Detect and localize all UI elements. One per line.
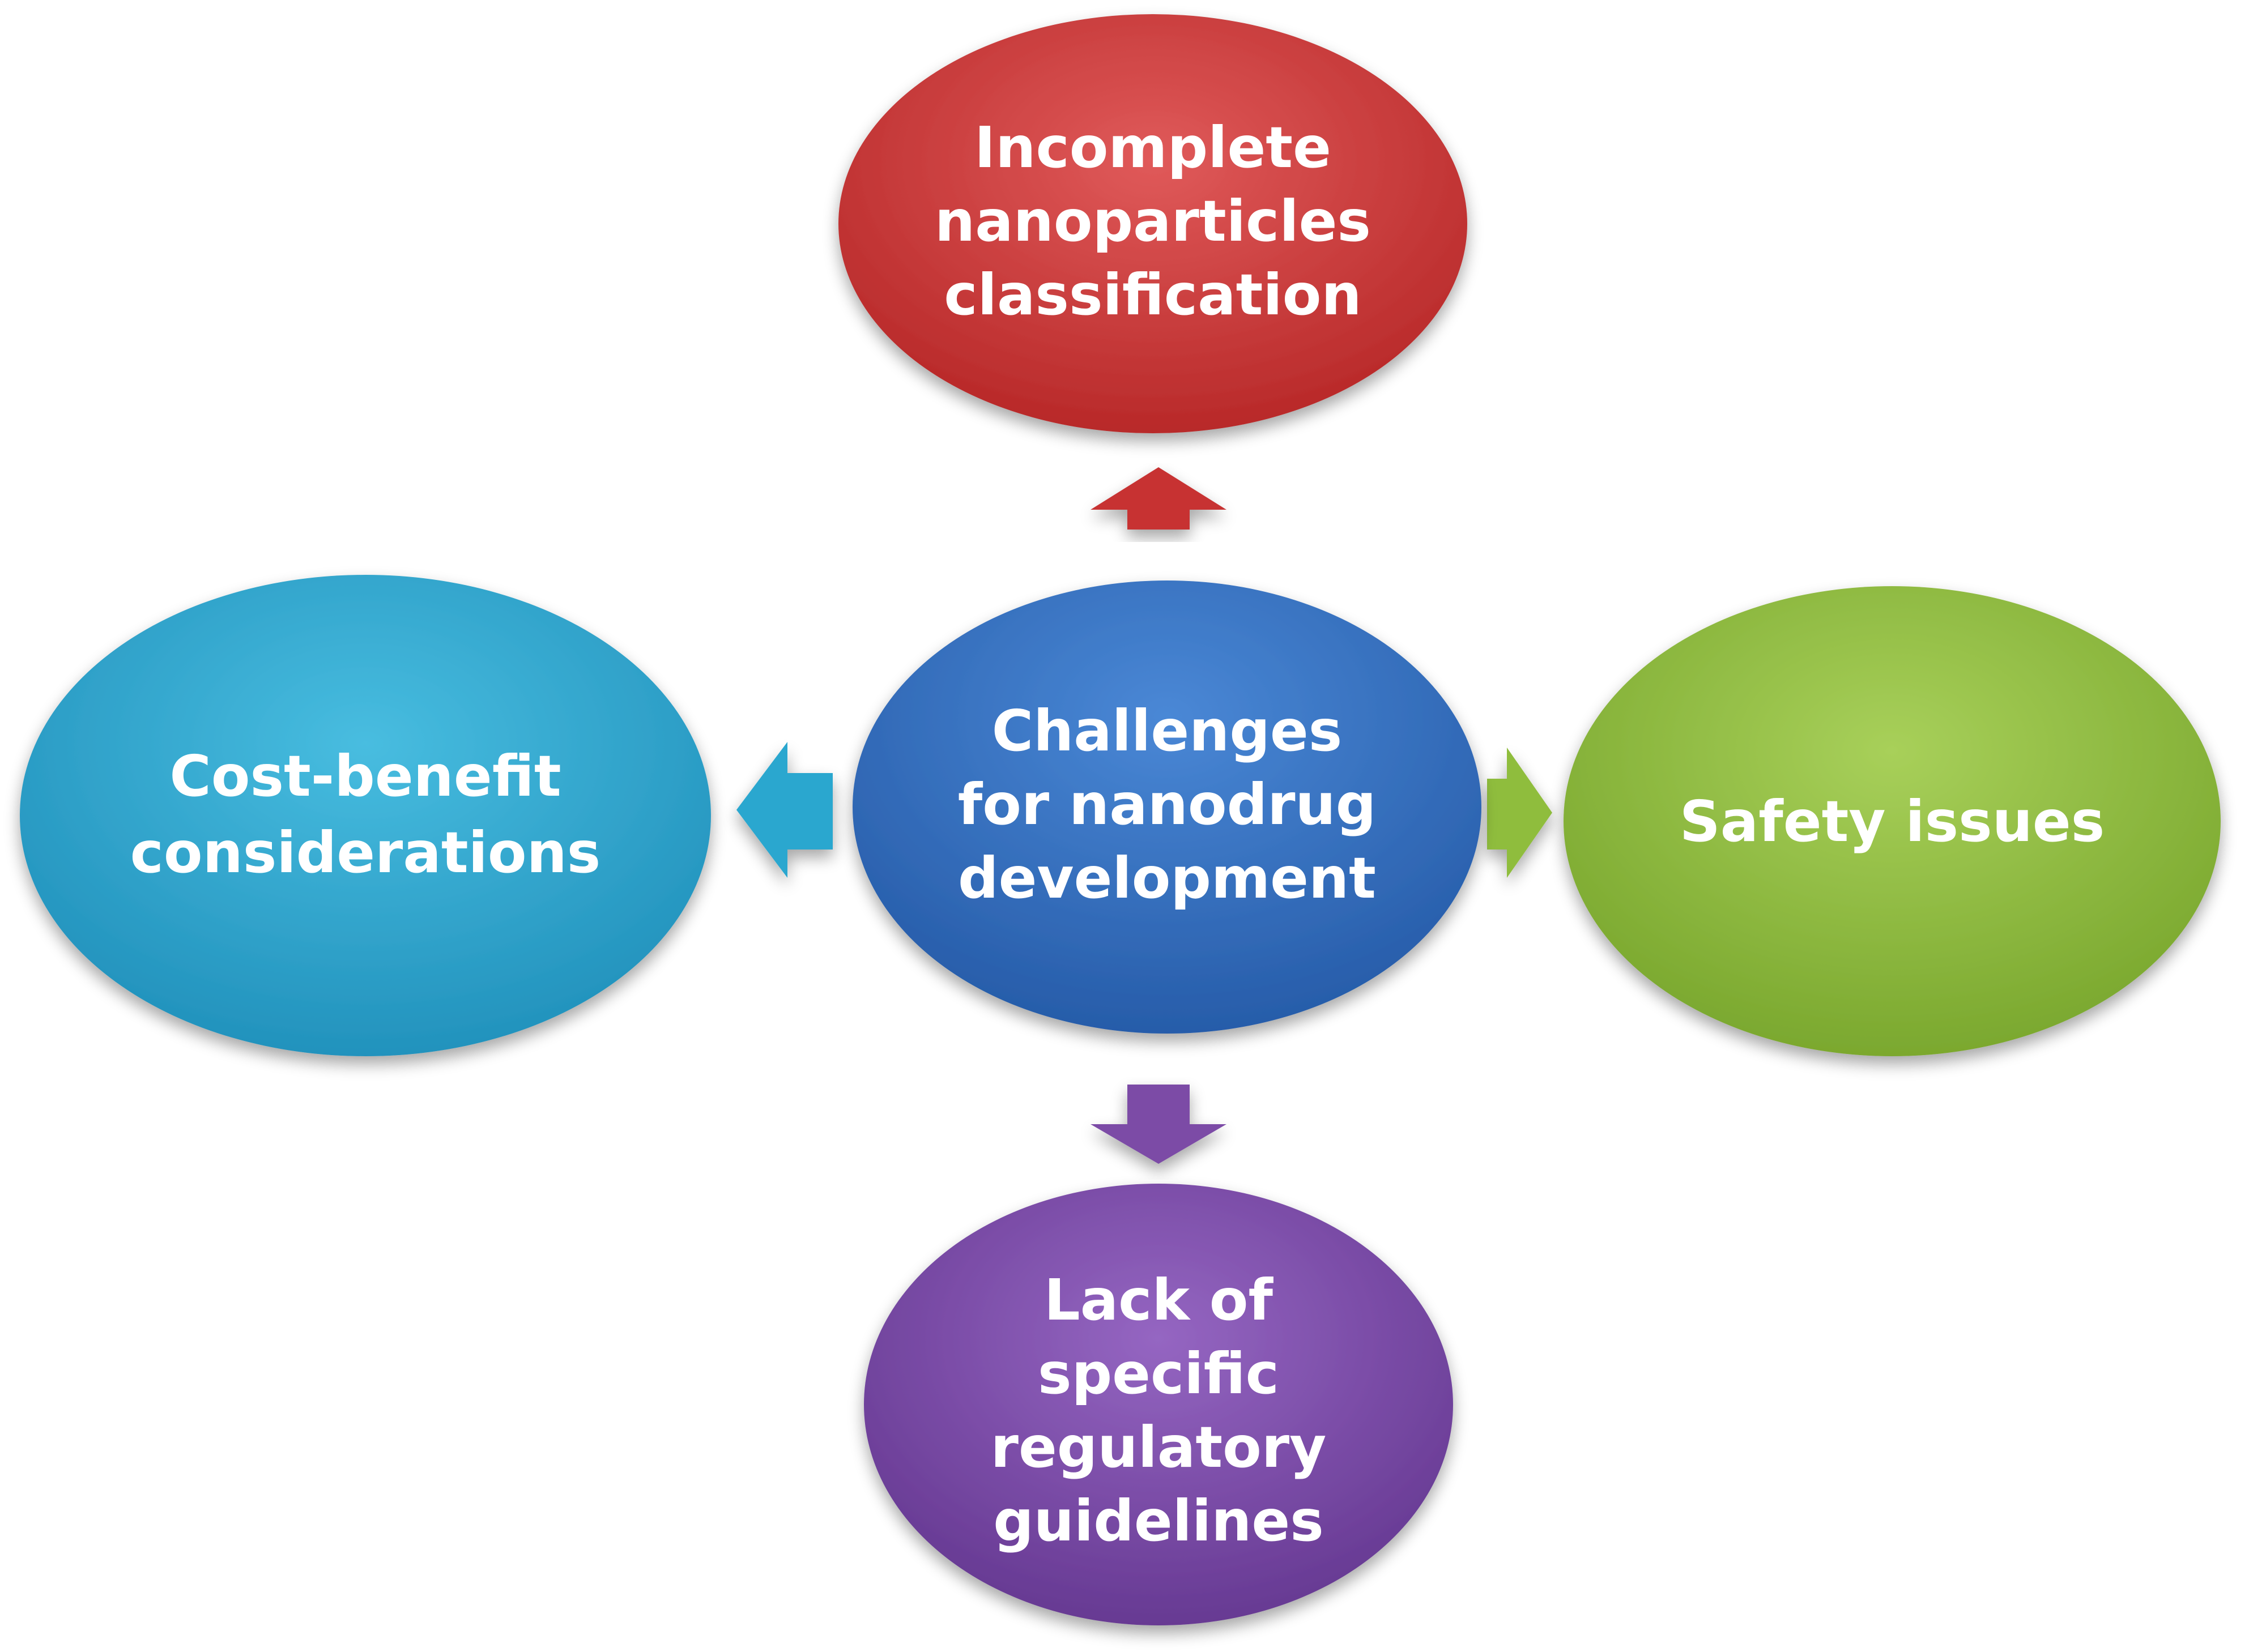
center-line-2: for nanodrug (958, 771, 1377, 838)
node-lack-of-guidelines: Lack of specific regulatory guidelines (864, 1184, 1453, 1625)
node-cost-benefit: Cost-benefit considerations (20, 575, 711, 1056)
node-bottom-line-4: guidelines (993, 1488, 1324, 1554)
node-incomplete-classification: Incomplete nanoparticles classification (838, 14, 1467, 433)
node-top-line-1: Incomplete (974, 114, 1331, 181)
node-top-line-3: classification (944, 262, 1361, 328)
arrow-down (1091, 1085, 1226, 1164)
node-left-line-1: Cost-benefit (169, 743, 561, 809)
node-bottom-line-2: specific (1038, 1341, 1279, 1407)
node-center-challenges: Challenges for nanodrug development (853, 580, 1481, 1034)
node-bottom-line-1: Lack of (1044, 1267, 1273, 1333)
center-line-1: Challenges (992, 698, 1343, 764)
node-bottom-line-3: regulatory (991, 1414, 1327, 1480)
node-top-line-2: nanoparticles (935, 188, 1371, 254)
node-left-line-2: considerations (130, 819, 601, 886)
center-line-3: development (958, 845, 1376, 911)
arrow-left (736, 742, 833, 878)
node-right-line-1: Safety issues (1680, 788, 2105, 855)
arrow-up (1091, 467, 1226, 530)
node-safety-issues: Safety issues (1564, 586, 2221, 1056)
arrow-right (1487, 748, 1552, 878)
